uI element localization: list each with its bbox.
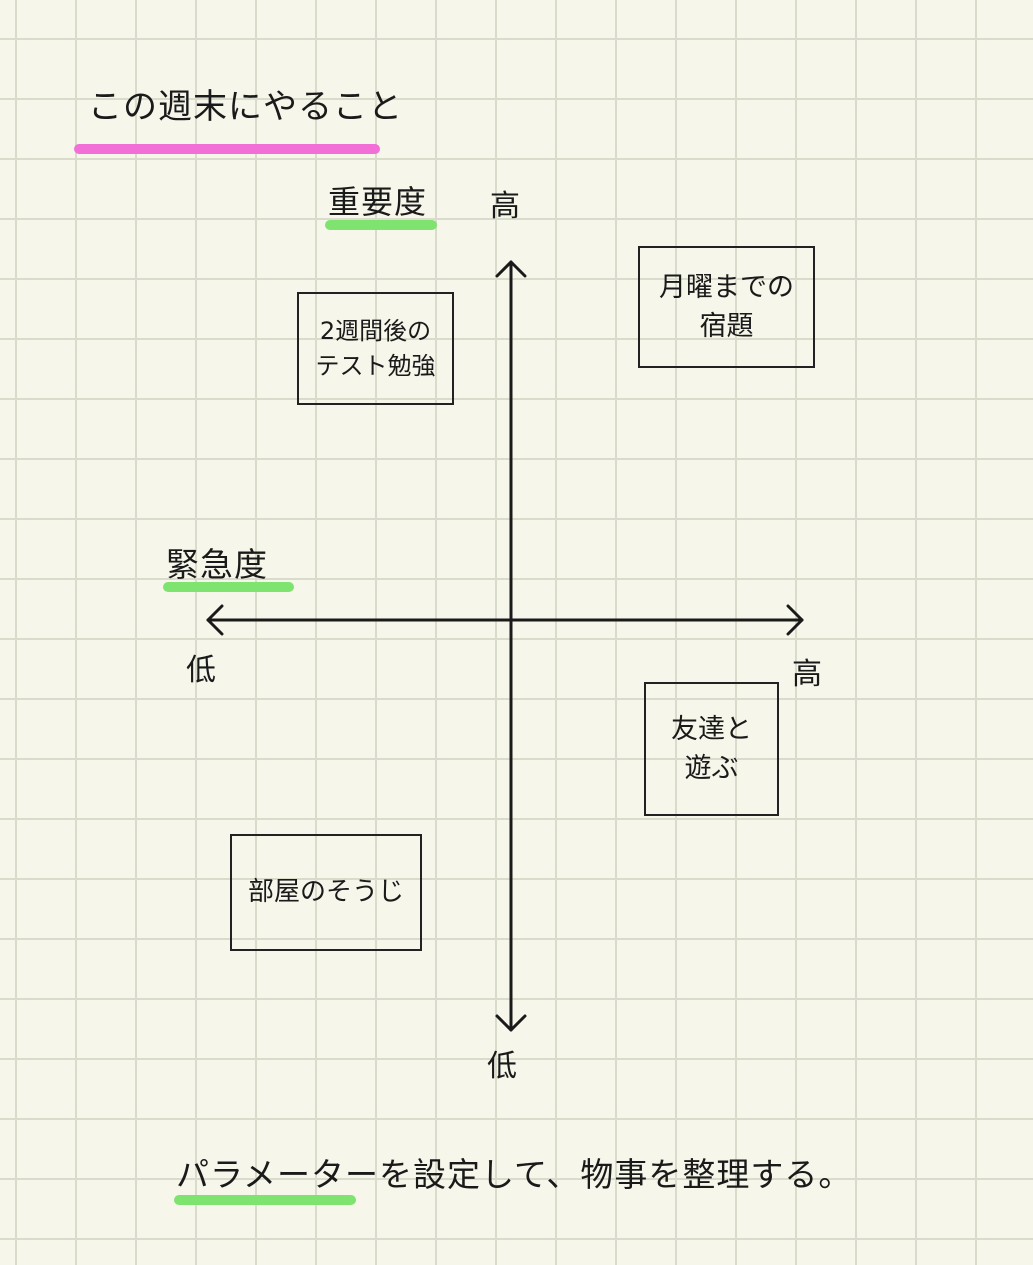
vertical-axis-arrow-top (495, 260, 527, 278)
vertical-axis-arrow-bottom (495, 1014, 527, 1032)
task-box-line: テスト勉強 (315, 351, 436, 380)
task-box-line: 友達と (671, 713, 752, 745)
footer-highlight (174, 1195, 356, 1205)
urgency-label-highlight (163, 582, 294, 592)
page-title: この週末にやること (88, 87, 403, 127)
horizontal-axis-arrow-left (206, 604, 224, 636)
task-box-play-with-friends: 友達と 遊ぶ (644, 682, 779, 816)
title-highlight (74, 144, 380, 154)
task-box-clean-room: 部屋のそうじ (230, 834, 422, 951)
footer-note: パラメーターを設定して、物事を整理する。 (176, 1155, 853, 1194)
urgency-label: 緊急度 (166, 545, 268, 584)
task-box-line: 2週間後の (319, 316, 432, 345)
urgency-low-label: 低 (186, 653, 217, 688)
task-box-homework: 月曜までの 宿題 (638, 246, 815, 368)
horizontal-axis-arrow-right (786, 604, 804, 636)
task-box-line: 宿題 (699, 311, 754, 342)
task-box-line: 部屋のそうじ (247, 876, 404, 907)
importance-label-highlight (325, 220, 437, 230)
importance-label: 重要度 (328, 183, 428, 221)
task-box-line: 遊ぶ (684, 753, 739, 784)
task-box-test-study: 2週間後の テスト勉強 (297, 292, 454, 405)
importance-high-label: 高 (490, 189, 521, 224)
importance-low-label: 低 (487, 1049, 518, 1084)
urgency-high-label: 高 (792, 657, 823, 692)
task-box-line: 月曜までの (659, 271, 794, 303)
